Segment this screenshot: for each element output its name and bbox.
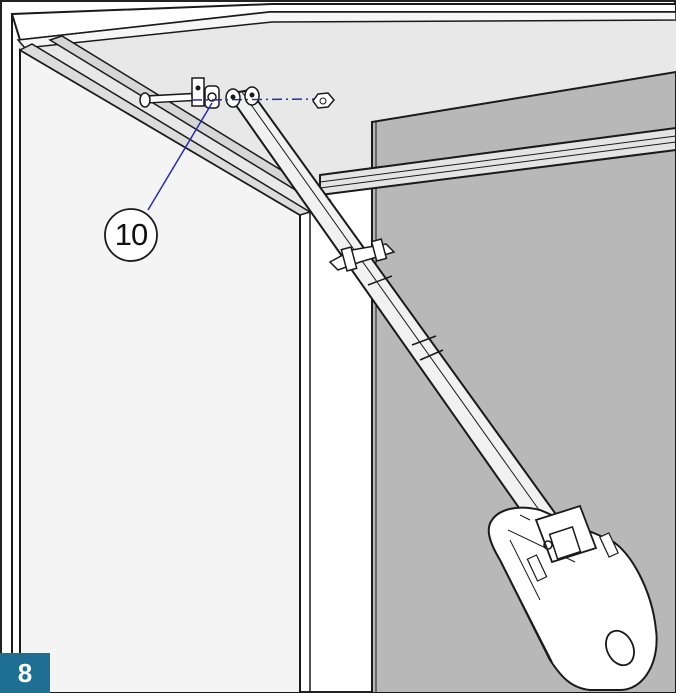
operator-rail	[226, 88, 562, 534]
operator-motor-unit	[487, 504, 658, 691]
callout-circle	[104, 208, 158, 262]
header-bracket	[191, 77, 220, 109]
callout-label: 10	[114, 217, 148, 252]
ceiling	[18, 8, 676, 215]
callout-leader-line	[147, 102, 213, 211]
step-number-badge: 8	[0, 653, 50, 693]
hex-nut	[312, 92, 335, 109]
rail-clamp-bracket	[328, 238, 396, 272]
clevis-pin	[139, 92, 193, 108]
